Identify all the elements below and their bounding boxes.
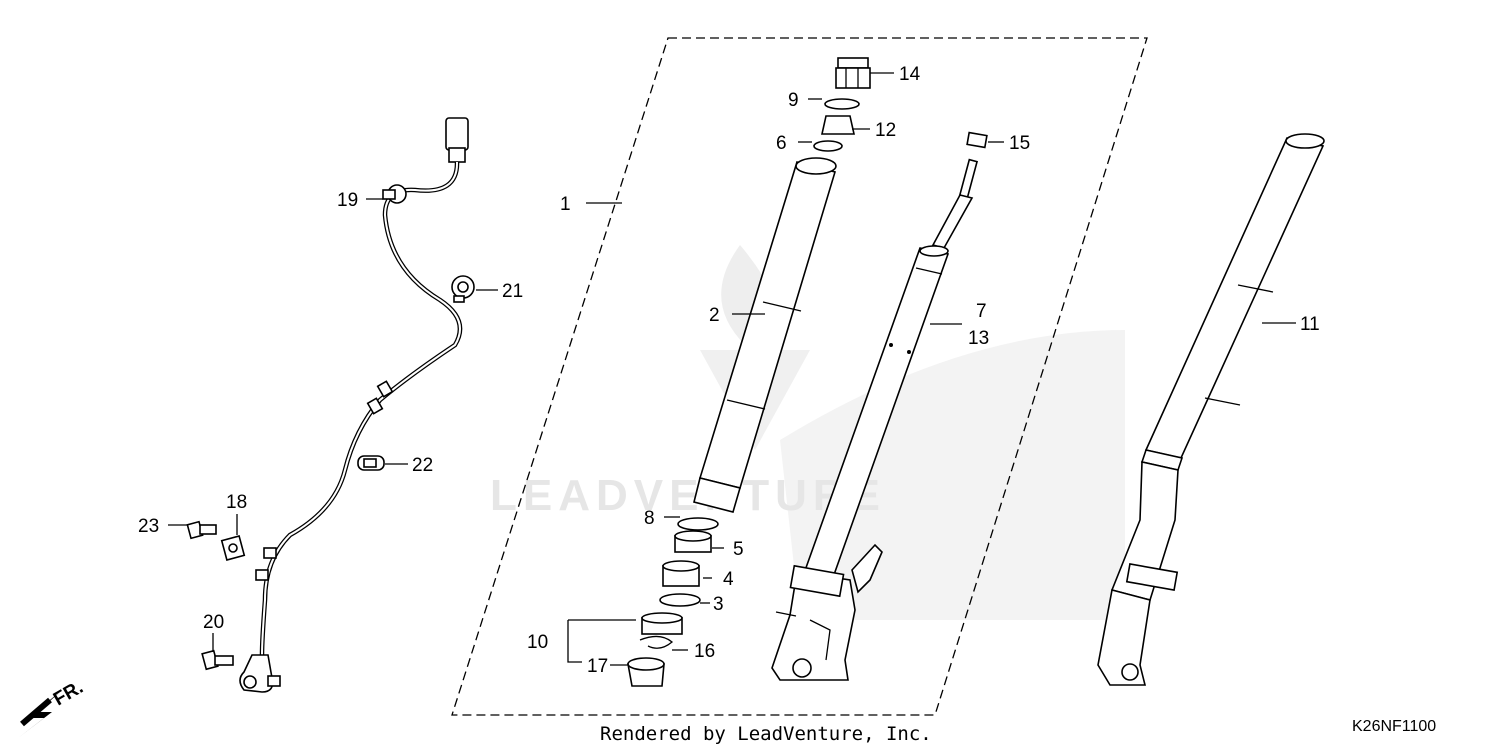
guide-17 xyxy=(627,657,665,687)
label-16: 16 xyxy=(694,641,715,662)
nut-15 xyxy=(966,131,988,149)
seal-4 xyxy=(662,560,700,587)
clip-16 xyxy=(639,635,674,649)
label-22: 22 xyxy=(412,455,433,476)
label-20: 20 xyxy=(203,612,224,633)
label-15: 15 xyxy=(1009,133,1030,154)
front-direction-arrow xyxy=(18,690,62,738)
o-ring-9 xyxy=(824,98,860,110)
bushing-10 xyxy=(641,612,683,635)
label-14: 14 xyxy=(899,64,921,85)
leader-10 xyxy=(567,619,636,663)
clamp-21 xyxy=(451,275,475,303)
watermark-text: LEADVENTURE xyxy=(490,471,886,520)
footer-credit: Rendered by LeadVenture, Inc. xyxy=(600,723,932,745)
label-23: 23 xyxy=(138,516,159,537)
label-1: 1 xyxy=(560,194,571,215)
seal-5 xyxy=(674,530,712,553)
fork-complete-11 xyxy=(1097,133,1325,686)
direction-label: FR. xyxy=(50,677,87,710)
label-13: 13 xyxy=(968,328,989,349)
label-12: 12 xyxy=(875,120,896,141)
ring-8 xyxy=(677,517,719,531)
diagram-code: K26NF1100 xyxy=(1352,718,1436,735)
fork-bolt-14 xyxy=(835,57,871,89)
label-21: 21 xyxy=(502,281,523,302)
clip-22 xyxy=(357,455,385,471)
label-8: 8 xyxy=(644,508,655,529)
bolt-20 xyxy=(201,649,234,671)
label-9: 9 xyxy=(788,90,799,111)
bolt-23 xyxy=(186,520,217,540)
label-10: 10 xyxy=(527,632,548,653)
label-11: 11 xyxy=(1300,314,1320,335)
bottom-case-13 xyxy=(771,543,883,681)
label-17: 17 xyxy=(587,656,608,677)
label-6: 6 xyxy=(776,133,787,154)
label-5: 5 xyxy=(733,539,744,560)
fork-pipe-2 xyxy=(693,157,837,513)
label-4: 4 xyxy=(723,569,734,590)
ring-3 xyxy=(659,593,701,607)
washer-6 xyxy=(813,140,843,152)
label-7: 7 xyxy=(976,301,987,322)
nut-clip-18 xyxy=(220,535,246,561)
label-18: 18 xyxy=(226,492,247,513)
label-2: 2 xyxy=(709,305,720,326)
label-3: 3 xyxy=(713,594,724,615)
label-19: 19 xyxy=(337,190,358,211)
assembly-box xyxy=(451,37,1148,716)
collar-12 xyxy=(821,115,855,135)
abs-sensor-harness xyxy=(239,117,469,693)
